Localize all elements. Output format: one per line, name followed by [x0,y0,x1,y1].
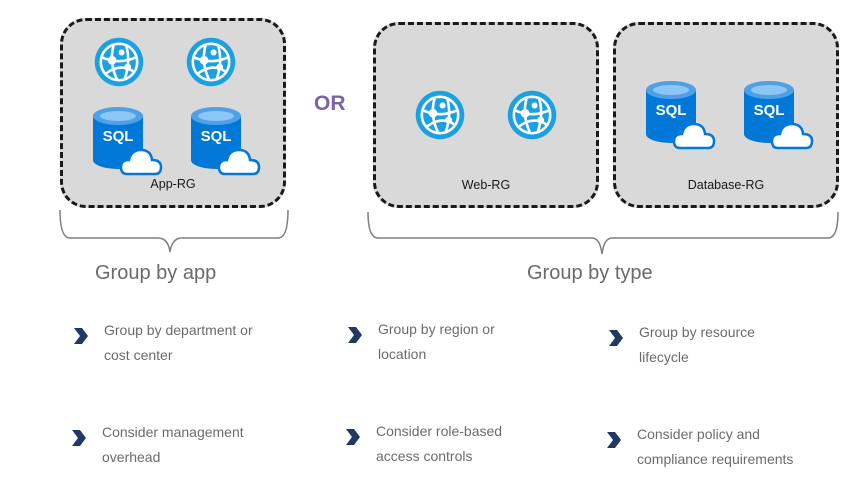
sql-database-cloud-icon: SQL [742,78,814,154]
web-app-globe-icon [185,36,237,88]
sql-database-cloud-icon: SQL [189,104,261,180]
web-app-globe-icon [506,89,558,141]
or-text: OR [314,92,346,115]
chevron-right-icon [603,430,623,450]
app-group-brace [59,209,289,253]
database-resource-group: SQL SQL Database-RG [613,22,839,208]
web-app-globe-icon [93,36,145,88]
app-rg-label: App-RG [150,177,196,191]
web-app-globe-icon [414,89,466,141]
chevron-right-icon [342,427,362,447]
chevron-right-icon [344,325,364,345]
sql-database-cloud-icon: SQL [91,104,163,180]
database-rg-label: Database-RG [687,178,765,192]
group-by-app-label: Group by app [95,262,217,284]
web-resource-group: Web-RG [373,22,599,208]
type-group-brace [367,211,839,255]
chevron-right-icon [68,428,88,448]
chevron-right-icon [605,328,625,348]
app-resource-group: SQL SQL App-RG [60,18,286,208]
sql-database-cloud-icon: SQL [644,78,716,154]
group-by-type-label: Group by type [527,262,653,284]
chevron-right-icon [70,326,90,346]
web-rg-label: Web-RG [461,178,511,192]
